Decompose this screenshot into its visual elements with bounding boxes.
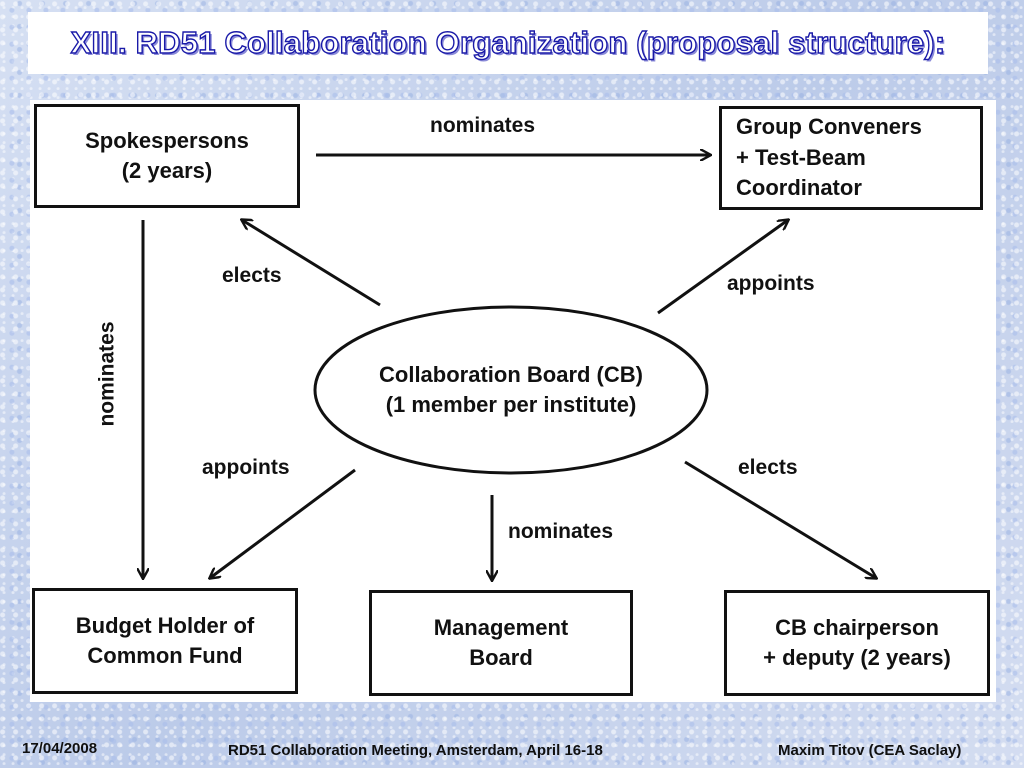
label-appoints-conveners: appoints <box>727 272 815 295</box>
collaboration-board-ellipse <box>313 305 709 475</box>
slide-title: XIII. RD51 Collaboration Organization (p… <box>70 24 946 60</box>
label-elects-spokespersons: elects <box>222 264 282 287</box>
label-nominates-vertical: nominates <box>95 321 119 427</box>
collaboration-board-label: Collaboration Board (CB) (1 member per i… <box>379 361 643 417</box>
arrow-cb-to-spokespersons <box>242 220 381 307</box>
footer-author: Maxim Titov (CEA Saclay) <box>778 742 962 759</box>
footer-meeting: RD51 Collaboration Meeting, Amsterdam, A… <box>228 742 603 759</box>
cb-chairperson-box: CB chairperson + deputy (2 years) <box>724 590 990 696</box>
title-banner: XIII. RD51 Collaboration Organization (p… <box>28 12 988 74</box>
label-nominates-top: nominates <box>430 114 536 137</box>
label-appoints-budget: appoints <box>202 456 290 479</box>
management-board-box: Management Board <box>369 590 633 696</box>
diagram-connectors <box>30 100 996 702</box>
label-nominates-management: nominates <box>508 520 614 543</box>
budget-holder-box: Budget Holder of Common Fund <box>32 588 298 694</box>
footer-date: 17/04/2008 <box>22 740 98 757</box>
spokespersons-box: Spokespersons (2 years) <box>34 104 300 208</box>
group-conveners-box: Group Conveners + Test-Beam Coordinator <box>719 106 983 210</box>
org-diagram: Spokespersons (2 years) Group Conveners … <box>30 100 996 702</box>
arrow-cb-to-conveners <box>657 220 788 315</box>
label-elects-chairperson: elects <box>738 456 798 479</box>
arrow-cb-to-budget <box>210 468 356 578</box>
arrow-cb-to-chairperson <box>684 460 876 578</box>
